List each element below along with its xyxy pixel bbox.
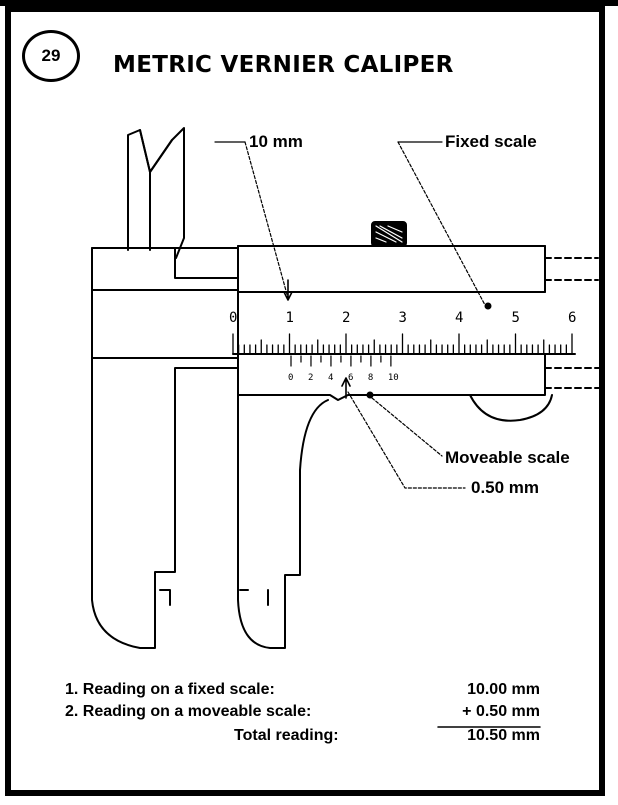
fixed-beam-body [91,247,239,649]
vernier-scale-numbers: 0 2 4 6 8 10 [288,373,399,383]
reading-value-2: + 0.50 mm [462,703,540,720]
vernier-scale-number: 2 [308,373,313,383]
fixed-scale-number: 5 [512,310,520,326]
reading-label-2: 2. Reading on a moveable scale: [65,703,312,720]
label-half-mm: 0.50 mm [471,478,540,497]
leader-half-mm [347,391,466,489]
reading-label-total: Total reading: [234,727,339,744]
figure-number: 29 [41,46,61,65]
arrow-half-mm [341,377,351,399]
fixed-scale-ticks [232,333,573,355]
vernier-scale-number: 8 [368,373,373,383]
moving-jaw [237,394,329,649]
depth-gauge [469,394,553,422]
vernier-scale-number: 4 [328,373,333,383]
label-moveable-scale: Moveable scale [445,448,570,467]
vernier-slider [237,353,546,401]
fixed-scale-number: 3 [399,310,407,326]
fixed-scale-number: 2 [342,310,350,326]
fixed-beam [91,245,546,293]
vernier-scale-ticks [290,355,392,367]
leader-fixed-scale [397,141,486,306]
outside-jaw-left [127,129,151,251]
fixed-scale-number: 0 [229,310,237,326]
vernier-scale-number: 6 [348,373,353,383]
page-frame [5,6,605,796]
label-fixed-scale: Fixed scale [445,132,537,151]
fixed-scale-numbers: 0 1 2 3 4 5 6 [229,310,576,326]
leader-moveable-scale [371,397,443,457]
fixed-scale-number: 6 [568,310,576,326]
vernier-scale-number: 0 [288,373,293,383]
figure-number-badge: 29 [22,30,80,82]
vernier-scale-number: 10 [388,373,399,383]
reading-label-1: 1. Reading on a fixed scale: [65,681,275,698]
fixed-scale-number: 1 [286,310,294,326]
fixed-scale-number: 4 [455,310,463,326]
label-10mm: 10 mm [249,132,303,151]
arrow-10mm [283,279,293,301]
page-title: METRIC VERNIER CALIPER [113,52,454,78]
top-border [0,0,618,6]
reading-value-total: 10.50 mm [467,727,540,744]
reading-value-1: 10.00 mm [467,681,540,698]
leader-10mm [244,141,289,299]
